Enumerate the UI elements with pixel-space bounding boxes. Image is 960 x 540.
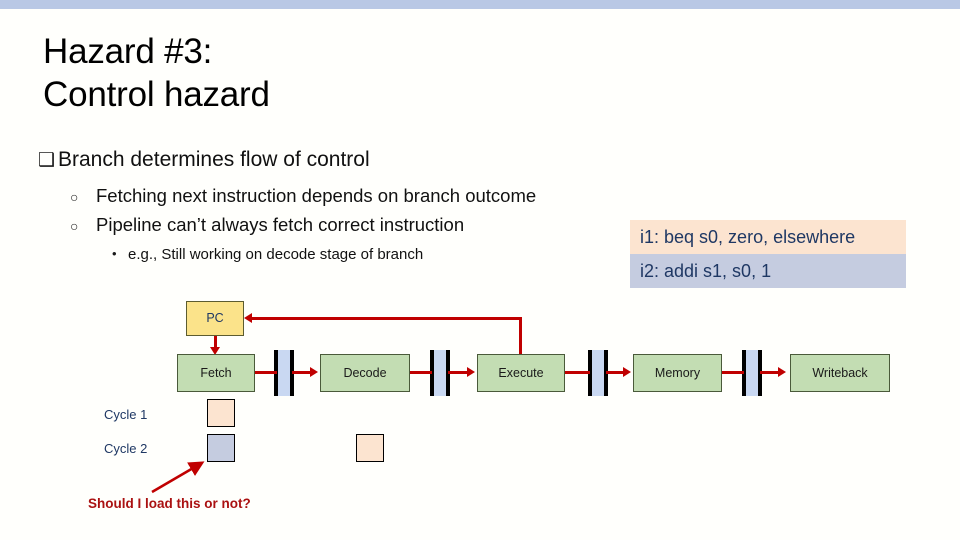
- arrowhead-memory-in: [623, 367, 631, 377]
- annotation-text: Should I load this or not?: [88, 496, 251, 511]
- bullet-level3-1: • e.g., Still working on decode stage of …: [112, 246, 423, 263]
- instruction-box-i2: i2: addi s1, s0, 1: [630, 254, 906, 288]
- cycle1-fetch-cell: [207, 399, 235, 427]
- link-reg3-to-memory: [606, 371, 625, 374]
- pipeline-register-1: [274, 350, 294, 396]
- cycle-label-2: Cycle 2: [104, 441, 148, 456]
- page-title-line-1: Hazard #3:: [43, 32, 213, 71]
- accent-bar: [0, 0, 960, 9]
- page-title: Hazard #3: Control hazard: [43, 30, 743, 116]
- checkbox-bullet-icon: ❑: [38, 150, 56, 171]
- cycle2-decode-cell: [356, 434, 384, 462]
- stage-box-memory: Memory: [633, 354, 722, 392]
- link-fetch-to-reg1: [255, 371, 277, 374]
- bullet-level3-1-text: e.g., Still working on decode stage of b…: [128, 246, 424, 263]
- bullet-level1: ❑Branch determines flow of control: [38, 148, 370, 172]
- annotation-arrow-icon: [151, 461, 205, 494]
- pipeline-register-2: [430, 350, 450, 396]
- bullet-level2-1: ○ Fetching next instruction depends on br…: [70, 185, 536, 207]
- link-reg4-to-writeback: [760, 371, 780, 374]
- pipeline-register-3: [588, 350, 608, 396]
- cycle-label-1: Cycle 1: [104, 407, 148, 422]
- execute-feedback-vline: [519, 317, 522, 355]
- pc-box: PC: [186, 301, 244, 336]
- pc-to-fetch-arrowhead: [210, 347, 220, 355]
- cycle2-fetch-cell: [207, 434, 235, 462]
- circle-bullet-icon: ○: [70, 189, 79, 205]
- link-reg1-to-decode: [292, 371, 312, 374]
- bullet-level2-2-text: Pipeline can’t always fetch correct inst…: [96, 214, 465, 235]
- link-memory-to-reg4: [722, 371, 744, 374]
- bullet-level2-1-text: Fetching next instruction depends on bra…: [96, 185, 537, 206]
- execute-feedback-hline: [252, 317, 522, 320]
- link-decode-to-reg2: [410, 371, 432, 374]
- circle-bullet-icon: ○: [70, 218, 79, 234]
- arrowhead-writeback-in: [778, 367, 786, 377]
- bullet-level2-2: ○ Pipeline can’t always fetch correct ins…: [70, 214, 464, 236]
- stage-box-decode: Decode: [320, 354, 410, 392]
- stage-box-writeback: Writeback: [790, 354, 890, 392]
- page-title-line-2: Control hazard: [43, 75, 270, 114]
- pipeline-register-4: [742, 350, 762, 396]
- feedback-to-pc-arrowhead: [244, 313, 252, 323]
- pc-to-fetch-line: [214, 336, 217, 348]
- bullet-level1-text: Branch determines flow of control: [58, 148, 370, 171]
- stage-box-execute: Execute: [477, 354, 565, 392]
- arrowhead-execute-in: [467, 367, 475, 377]
- arrowhead-decode-in: [310, 367, 318, 377]
- instruction-box-i1: i1: beq s0, zero, elsewhere: [630, 220, 906, 254]
- link-execute-to-reg3: [565, 371, 590, 374]
- stage-box-fetch: Fetch: [177, 354, 255, 392]
- dot-bullet-icon: •: [112, 246, 117, 261]
- link-reg2-to-execute: [448, 371, 469, 374]
